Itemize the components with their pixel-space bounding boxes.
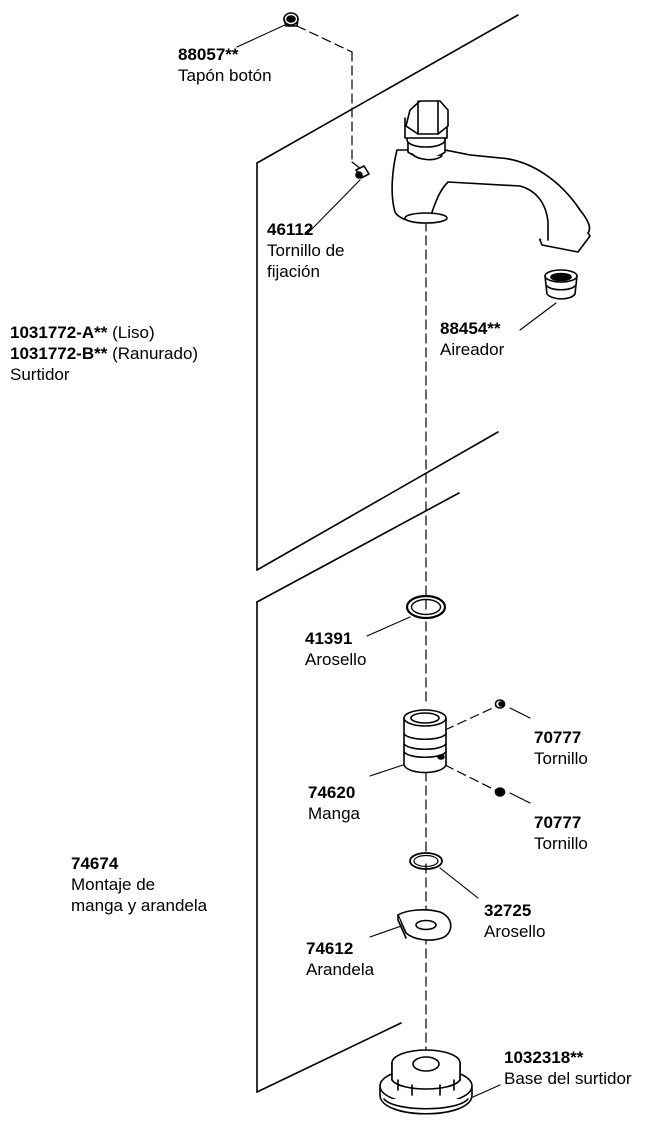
spout-icon <box>391 100 591 253</box>
label-tornillo-fijacion: 46112 Tornillo de fijación <box>267 219 345 282</box>
part-number: 32725 <box>484 901 532 920</box>
part-number: 41391 <box>305 629 353 648</box>
upper-deck-panel <box>256 14 519 571</box>
part-name-line: Tornillo de <box>267 241 345 260</box>
part-name: Tapón botón <box>178 66 272 85</box>
part-name: Arosello <box>484 922 546 941</box>
label-aireador: 88454** Aireador <box>440 318 504 360</box>
screw-icon-lower <box>494 787 506 797</box>
assembly-axis-lines <box>296 25 498 1059</box>
part-name: Tornillo <box>534 834 588 853</box>
label-arosello-32725: 32725 Arosello <box>484 900 545 942</box>
part-name-line: manga y arandela <box>71 896 208 915</box>
label-montaje: 74674 Montaje de manga y arandela <box>71 853 207 916</box>
part-name: Manga <box>308 804 360 823</box>
small-o-ring-icon <box>409 852 443 870</box>
aerator-icon <box>544 269 578 300</box>
part-number: 74612 <box>306 939 354 958</box>
label-base-surtidor: 1032318** Base del surtidor <box>504 1047 632 1089</box>
part-number: 46112 <box>267 220 314 239</box>
sleeve-icon <box>403 709 447 774</box>
part-number: 88454** <box>440 319 501 338</box>
variant-line: 1031772-B** (Ranurado) <box>10 344 199 363</box>
part-name-line: fijación <box>267 262 320 281</box>
screw-icon-upper <box>494 699 506 709</box>
part-name: Arosello <box>305 650 367 669</box>
label-arosello-41391: 41391 Arosello <box>305 628 366 670</box>
label-surtidor: 1031772-A** (Liso) 1031772-B** (Ranurado… <box>10 322 198 385</box>
set-screw-icon <box>355 165 370 179</box>
washer-icon <box>397 909 452 941</box>
leader-lines <box>236 23 557 1098</box>
part-name-line: Montaje de <box>71 875 156 894</box>
part-number: 70777 <box>534 813 582 832</box>
part-number: 74620 <box>308 783 356 802</box>
label-manga: 74620 Manga <box>308 782 360 824</box>
part-number: 74674 <box>71 854 119 873</box>
label-tapon-boton: 88057** Tapón botón <box>178 44 272 86</box>
part-number: 1032318** <box>504 1048 584 1067</box>
label-tornillo-upper: 70777 Tornillo <box>534 727 588 769</box>
part-name: Arandela <box>306 960 375 979</box>
part-number: 70777 <box>534 728 582 747</box>
spout-base-icon <box>379 1049 473 1115</box>
lower-deck-panel <box>256 492 460 1093</box>
label-tornillo-lower: 70777 Tornillo <box>534 812 588 854</box>
part-number: 88057** <box>178 45 239 64</box>
part-name: Base del surtidor <box>504 1069 632 1088</box>
button-plug-icon <box>283 12 299 27</box>
variant-line: 1031772-A** (Liso) <box>10 323 155 342</box>
part-name: Aireador <box>440 340 505 359</box>
label-arandela: 74612 Arandela <box>306 938 374 980</box>
o-ring-icon <box>405 594 447 620</box>
part-name: Surtidor <box>10 365 70 384</box>
part-name: Tornillo <box>534 749 588 768</box>
